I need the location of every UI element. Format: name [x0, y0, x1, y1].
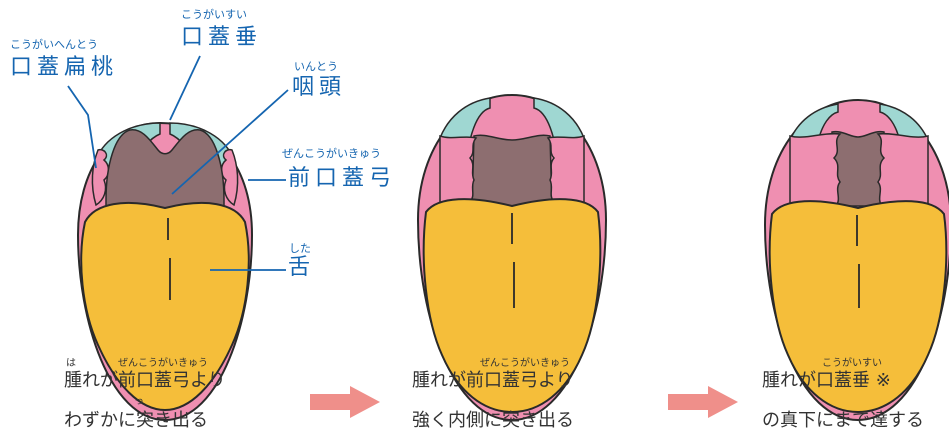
caption-1-line-1: 腫れが前口蓋弓より: [64, 370, 226, 391]
leader-uvula: [169, 55, 201, 121]
arrow-right-icon: [668, 386, 738, 418]
label-uvula-ruby: こうがいすい: [181, 8, 247, 21]
label-tongue: した 舌: [288, 242, 315, 281]
palatine-tonsil-left: [439, 134, 478, 214]
caption-3-line-1: 腫れが口蓋垂 ※: [762, 370, 891, 391]
arrow-right-icon: [310, 386, 380, 418]
palatine-tonsil-right: [876, 132, 929, 215]
palatine-tonsil-right: [546, 134, 585, 214]
tongue-midline: [511, 213, 515, 308]
caption-2-line-2: 強く内側に突き出る: [412, 410, 574, 431]
pharynx: [831, 130, 885, 207]
throat-diagram-moderate: [416, 93, 608, 422]
palatine-tonsil-left: [789, 132, 842, 215]
pharynx: [105, 129, 225, 223]
tongue: [422, 198, 602, 414]
label-anterior-arch-text: 前口蓋弓: [288, 166, 397, 191]
palatine-tonsil-right: [220, 148, 239, 207]
pharynx: [471, 134, 553, 207]
caption-1-ruby-arch: ぜんこうがいきゅう: [118, 358, 208, 369]
label-palatine-tonsil-ruby: こうがいへんとう: [10, 38, 98, 51]
throat-diagram-mild: [76, 121, 254, 422]
label-palatine-tonsil: こうがいへんとう 口蓋扁桃: [10, 38, 118, 81]
tongue-midline: [167, 218, 171, 300]
label-pharynx: いんとう 咽頭: [292, 60, 346, 101]
caption-3-ruby-uvula: こうがいすい: [822, 358, 882, 369]
label-pharynx-ruby: いんとう: [294, 60, 338, 73]
tongue-midline: [856, 215, 860, 308]
leader-pharynx: [171, 89, 289, 195]
label-uvula: こうがいすい 口蓋垂: [181, 8, 262, 51]
caption-1-line-2: わずかに突き出る: [64, 410, 208, 431]
caption-3-line-2: の真下にまで達する: [762, 410, 924, 431]
label-uvula-text: 口蓋垂: [181, 25, 263, 50]
label-palatine-tonsil-text: 口蓋扁桃: [10, 55, 119, 80]
tongue: [80, 202, 250, 412]
leader-lines: [67, 55, 289, 271]
caption-2-line-1: 腫れが前口蓋弓より: [412, 370, 574, 391]
tongue: [768, 200, 948, 414]
throat-diagram-severe: [763, 98, 949, 422]
caption-2-ruby-arch: ぜんこうがいきゅう: [480, 358, 570, 369]
label-pharynx-text: 咽頭: [292, 75, 347, 100]
caption-1-ruby-tsu: っ: [134, 396, 144, 407]
caption-1-ruby-ha: は: [66, 358, 76, 369]
label-tongue-text: 舌: [288, 255, 316, 280]
label-tongue-ruby: した: [289, 242, 311, 255]
label-anterior-arch-ruby: ぜんこうがいきゅう: [282, 147, 381, 160]
leader-tonsil: [67, 85, 97, 169]
palatine-tonsil-left: [91, 148, 110, 207]
label-anterior-arch: ぜんこうがいきゅう 前口蓋弓: [282, 147, 396, 192]
